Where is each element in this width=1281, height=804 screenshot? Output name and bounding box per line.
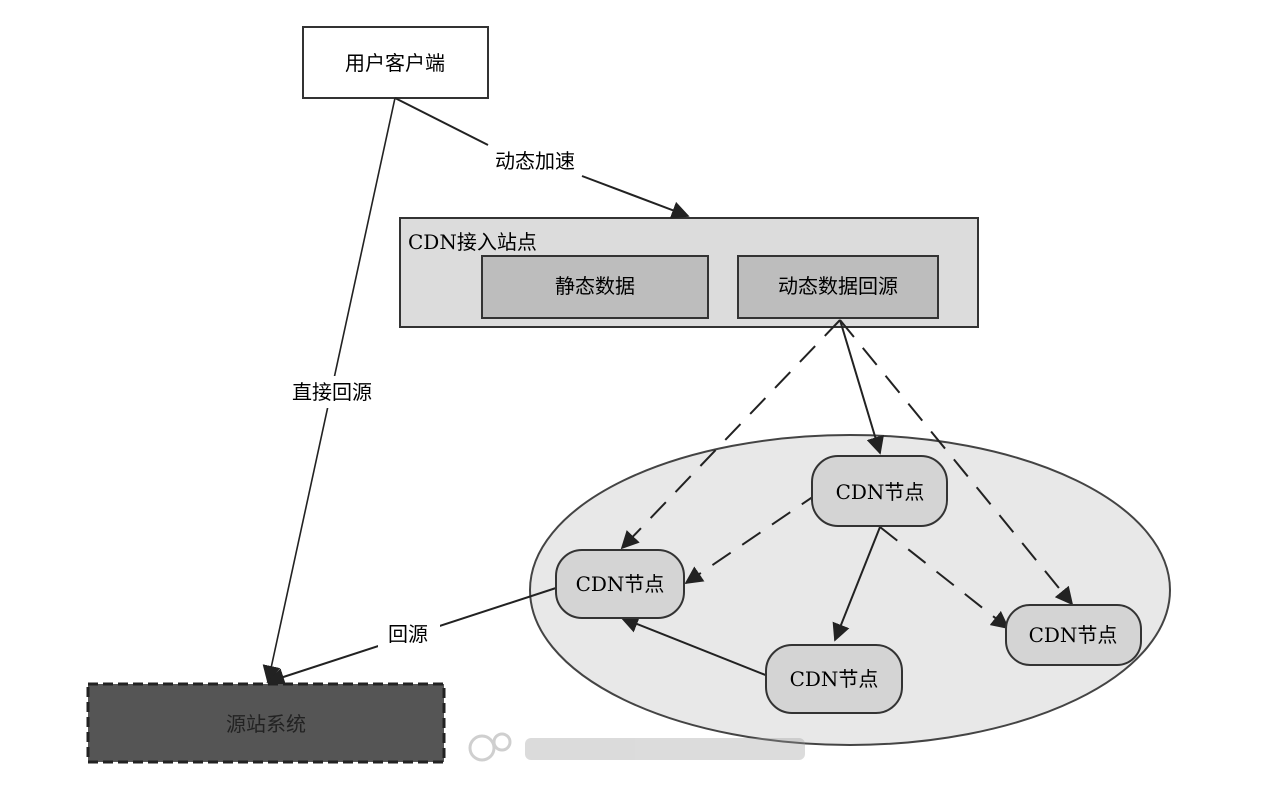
edge-back-to-origin-label: 回源	[388, 622, 428, 646]
edge-origin-to-left-node-dashed	[620, 319, 841, 550]
edge-origin-to-right-node-dashed	[839, 319, 1074, 606]
cdn-node-top: CDN节点	[811, 455, 948, 527]
cdn-node-label: CDN节点	[790, 667, 879, 691]
cdn-node-label: CDN节点	[576, 572, 665, 596]
origin-system-box	[86, 682, 446, 764]
cdn-node-left: CDN节点	[555, 549, 685, 619]
edge-dynamic-accel-a	[394, 97, 489, 146]
watermark	[468, 732, 805, 762]
origin-system-label: 源站系统	[226, 712, 306, 736]
cdn-network-ellipse	[529, 434, 1171, 746]
cdn-node-bottom: CDN节点	[765, 644, 903, 714]
cdn-node-label: CDN节点	[1029, 623, 1118, 647]
client-box	[302, 26, 489, 99]
cdn-node-right: CDN节点	[1005, 604, 1142, 666]
static-data-box	[481, 255, 709, 319]
dynamic-origin-label: 动态数据回源	[778, 274, 898, 298]
edge-dynamic-accel-label: 动态加速	[495, 149, 575, 173]
static-data-label: 静态数据	[555, 274, 635, 298]
edge-top-to-bottom-node	[832, 526, 881, 642]
edge-bottom-to-left-node	[620, 615, 769, 677]
edge-dynamic-accel-b	[581, 175, 690, 219]
edge-top-to-right-node-dashed	[879, 526, 1010, 630]
cdn-node-label: CDN节点	[836, 480, 925, 504]
edge-origin-to-top-node	[839, 319, 884, 455]
edge-top-to-left-node-dashed	[684, 491, 821, 585]
access-site-label: CDN接入站点	[408, 230, 537, 254]
dynamic-origin-box	[737, 255, 939, 319]
client-label: 用户客户端	[345, 51, 445, 75]
edge-direct-origin-label: 直接回源	[292, 380, 372, 404]
